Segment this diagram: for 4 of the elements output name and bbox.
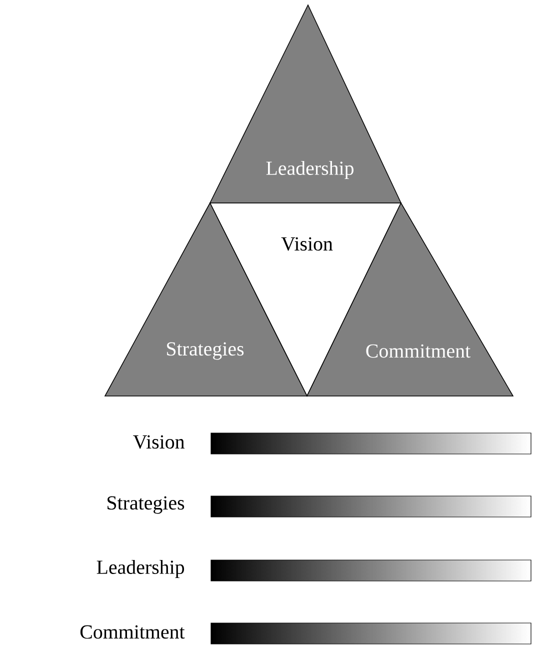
row-label: Commitment [80, 625, 185, 639]
row-label: Vision [133, 435, 184, 449]
row-label: Strategies [108, 496, 184, 514]
row-label: Leadership [96, 560, 184, 578]
